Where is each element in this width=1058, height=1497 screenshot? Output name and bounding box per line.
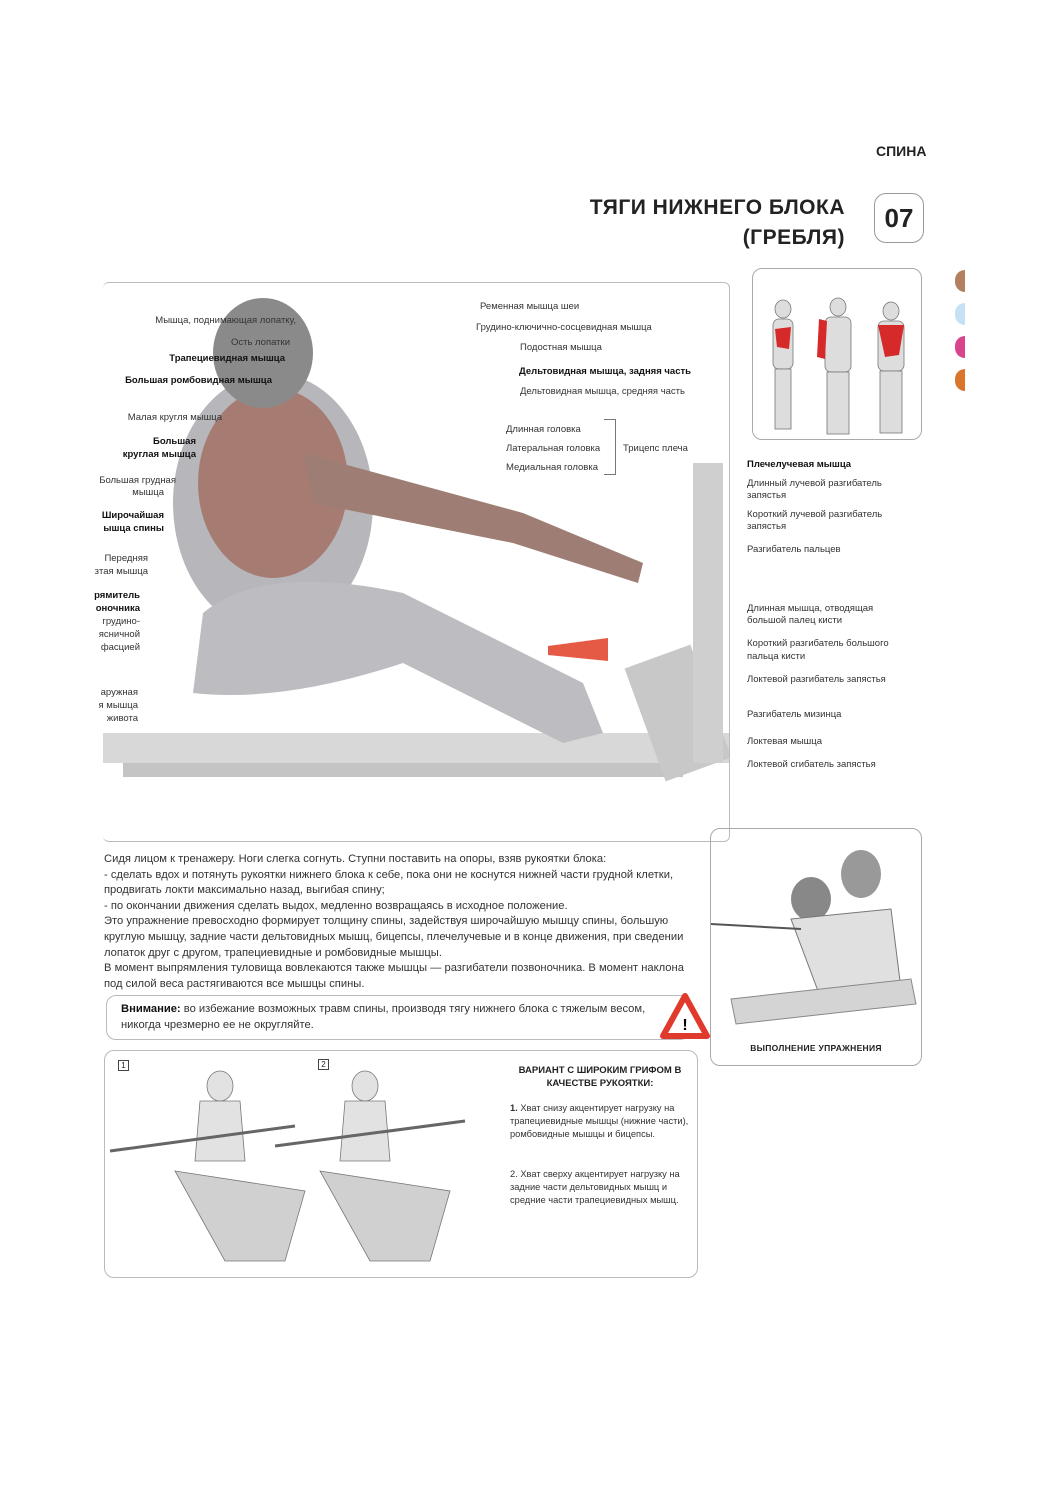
- label: Локтевой разгибатель запястья: [747, 674, 886, 685]
- section-label: СПИНА: [876, 143, 927, 159]
- warning-text: во избежание возможных травм спины, прои…: [121, 1003, 646, 1031]
- label: Плечелучевая мышца: [747, 459, 852, 470]
- paragraph: В момент выпрямления туловища вовлекаютс…: [104, 962, 684, 990]
- item-number: 1.: [510, 1103, 518, 1113]
- label: Трапециевидная мышца: [169, 353, 285, 364]
- paragraph: Сидя лицом к тренажеру. Ноги слегка согн…: [104, 853, 607, 865]
- color-tab: [955, 303, 965, 325]
- variant-item-2: 2. Хват сверху акцентирует нагрузку на з…: [510, 1169, 680, 1205]
- label: Локтевая мышца: [747, 736, 823, 747]
- muscle-figures-drawing: [772, 297, 905, 435]
- label: запястья: [747, 521, 787, 532]
- label: фасцией: [100, 642, 140, 653]
- warning-triangle-icon: !: [660, 993, 710, 1039]
- label: Подостная мышца: [520, 342, 602, 353]
- label: запястья: [747, 490, 787, 501]
- label: Длинная мышца, отводящая: [747, 603, 874, 614]
- triceps-bracket: [604, 419, 616, 475]
- variant-drawings: [109, 1070, 466, 1262]
- color-tab: [955, 369, 965, 391]
- label: Локтевой сгибатель запястья: [747, 759, 876, 770]
- color-tab: [955, 336, 965, 358]
- color-tab: [955, 270, 965, 292]
- instructions-text: Сидя лицом к тренажеру. Ноги слегка согн…: [104, 852, 704, 992]
- label: Короткий разгибатель большого: [747, 638, 889, 649]
- label: Большая: [152, 436, 196, 447]
- muscle-map-thumbnail: [752, 268, 922, 440]
- label: большой палец кисти: [747, 615, 843, 626]
- label: ясничной: [98, 629, 140, 640]
- variant-item-1: 1. Хват снизу акцентирует нагрузку на тр…: [510, 1102, 690, 1141]
- label: Большая ромбовидная мышца: [125, 375, 272, 386]
- label: Малая кругля мышца: [127, 412, 222, 423]
- label: Дельтовидная мышца, задняя часть: [519, 366, 691, 377]
- label: Трицепс плеча: [623, 443, 688, 454]
- label: Широчайшая: [101, 510, 164, 521]
- label: Длинная головка: [506, 424, 581, 435]
- label: ышца спины: [103, 523, 164, 534]
- variant-marker-1: 1: [118, 1060, 129, 1071]
- label: Разгибатель пальцев: [747, 544, 841, 555]
- execution-drawing: [711, 850, 917, 1025]
- label: Грудино-ключично-сосцевидная мышца: [476, 322, 652, 333]
- warning-box: Внимание: во избежание возможных травм с…: [106, 995, 690, 1040]
- title-line-1: ТЯГИ НИЖНЕГО БЛОКА: [589, 196, 845, 219]
- item-text: Хват снизу акцентирует нагрузку на трапе…: [510, 1103, 689, 1139]
- execution-illustration: [710, 828, 922, 1066]
- warning-label: Внимание:: [121, 1003, 181, 1015]
- label: Большая грудная: [99, 475, 176, 486]
- execution-caption: ВЫПОЛНЕНИЕ УПРАЖНЕНИЯ: [750, 1043, 882, 1053]
- label: аружная: [100, 687, 138, 698]
- label: зтая мышца: [94, 566, 148, 577]
- label: Дельтовидная мышца, средняя часть: [520, 386, 685, 397]
- label: Ость лопатки: [230, 337, 290, 348]
- paragraph: - сделать вдох и потянуть рукоятки нижне…: [104, 868, 674, 897]
- page-title: ТЯГИ НИЖНЕГО БЛОКА (ГРЕБЛЯ): [590, 193, 845, 253]
- variant-box: [104, 1050, 698, 1278]
- label: Мышца, поднимающая лопатку,: [155, 315, 296, 326]
- label: пальца кисти: [747, 651, 806, 662]
- label: я мышца: [98, 700, 139, 711]
- warning-mark: !: [682, 1017, 687, 1034]
- label: Длинный лучевой разгибатель: [747, 478, 882, 489]
- label: живота: [106, 713, 138, 724]
- label: рямитель: [94, 590, 140, 601]
- label: Короткий лучевой разгибатель: [747, 509, 883, 520]
- title-line-2: (ГРЕБЛЯ): [742, 226, 845, 249]
- paragraph: - по окончании движения сделать выдох, м…: [104, 899, 568, 912]
- paragraph: Это упражнение превосходно формирует тол…: [104, 915, 684, 959]
- label: круглая мышца: [122, 449, 196, 460]
- label: оночника: [95, 603, 140, 614]
- label: Латеральная головка: [506, 443, 601, 454]
- label: Ременная мышца шеи: [480, 301, 580, 312]
- variant-title: ВАРИАНТ С ШИРОКИМ ГРИФОМ В КАЧЕСТВЕ РУКО…: [518, 1065, 682, 1089]
- label: мышца: [132, 487, 164, 498]
- label: грудино-: [102, 616, 140, 627]
- label: Медиальная головка: [506, 462, 598, 473]
- variant-marker-2: 2: [318, 1059, 329, 1070]
- anatomy-illustration: [103, 282, 730, 842]
- rowing-figure-drawing: [103, 298, 729, 782]
- exercise-number-badge: 07: [874, 193, 924, 243]
- label: Передняя: [104, 553, 148, 564]
- label: Разгибатель мизинца: [747, 709, 842, 720]
